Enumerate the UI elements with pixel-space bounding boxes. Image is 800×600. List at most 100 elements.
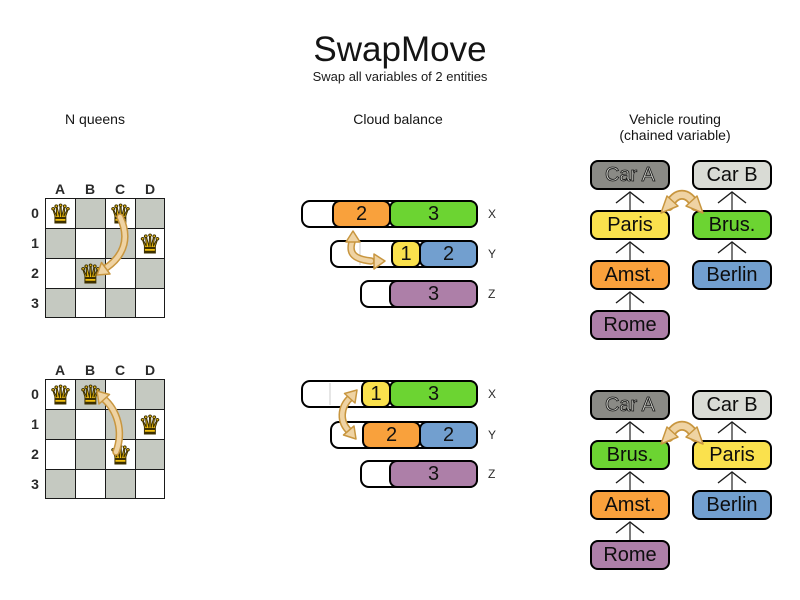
board-cell-C0	[105, 379, 135, 409]
cloud-row-label: Y	[488, 428, 497, 442]
board-cell-B1	[75, 228, 105, 258]
city-box-brus: Brus.	[590, 440, 670, 470]
cloud-segment: 1	[361, 380, 391, 408]
board-cell-C3	[105, 288, 135, 318]
vehicle-box-car-a: Car A	[590, 390, 670, 420]
chain-arrow	[615, 521, 645, 540]
column-label: B	[84, 362, 96, 378]
chain-arrow	[615, 291, 645, 310]
board-cell-D2	[135, 439, 165, 469]
cloud-row-label: Z	[488, 467, 496, 481]
board-cell-D0	[135, 198, 165, 228]
board-cell-D0	[135, 379, 165, 409]
board-cell-D3	[135, 469, 165, 499]
cloud-segment: 3	[389, 200, 478, 228]
city-box-berlin: Berlin	[692, 260, 772, 290]
city-box-amst: Amst.	[590, 490, 670, 520]
column-label: A	[54, 362, 66, 378]
row-label: 2	[31, 446, 39, 462]
board-cell-B0	[75, 198, 105, 228]
heading-vehicle-routing-line2: (chained variable)	[619, 127, 731, 143]
board-cell-B2	[75, 439, 105, 469]
board-cell-A0: ♛	[45, 198, 75, 228]
row-label: 3	[31, 476, 39, 492]
queen-icon: ♛	[138, 228, 162, 259]
chain-arrow	[615, 241, 645, 260]
row-label: 3	[31, 295, 39, 311]
chain-arrow	[717, 471, 747, 490]
board-cell-A3	[45, 288, 75, 318]
board-corner	[25, 361, 45, 379]
chain-arrow	[615, 421, 645, 440]
board-cell-D1: ♛	[135, 228, 165, 258]
queen-icon: ♛	[48, 198, 73, 229]
board-cell-C1	[105, 228, 135, 258]
heading-vehicle-routing-line1: Vehicle routing	[629, 111, 721, 127]
cloud-segments: 3	[389, 460, 478, 488]
column-label: C	[114, 362, 126, 378]
board-cell-A3	[45, 469, 75, 499]
board-cell-C2	[105, 258, 135, 288]
cloud-bar-before-Z: 3	[360, 280, 478, 308]
heading-nqueens: N queens	[65, 111, 125, 127]
cloud-row-label: Y	[488, 247, 497, 261]
cloud-segment: 2	[332, 200, 391, 228]
row-label: 0	[31, 205, 39, 221]
vehicle-box-car-b: Car B	[692, 160, 772, 190]
board-cell-B3	[75, 469, 105, 499]
board-cell-D3	[135, 288, 165, 318]
queen-icon: ♛	[138, 409, 162, 440]
board-cell-A2	[45, 439, 75, 469]
vehicle-box-car-a: Car A	[590, 160, 670, 190]
board-cell-C1	[105, 409, 135, 439]
queen-icon: ♛	[108, 198, 133, 229]
city-box-amst: Amst.	[590, 260, 670, 290]
city-box-paris: Paris	[590, 210, 670, 240]
diagram-subtitle: Swap all variables of 2 entities	[312, 69, 488, 84]
column-label: D	[144, 362, 156, 378]
board-cell-A1	[45, 228, 75, 258]
board-cell-A1	[45, 409, 75, 439]
cloud-segment: 3	[389, 380, 478, 408]
board-cell-B1	[75, 409, 105, 439]
queen-icon: ♛	[48, 379, 73, 410]
board-cell-B3	[75, 288, 105, 318]
heading-cloud-balance: Cloud balance	[353, 111, 443, 127]
board-cell-A0: ♛	[45, 379, 75, 409]
chain-arrow	[717, 421, 747, 440]
cloud-segment: 2	[419, 421, 478, 449]
queen-icon: ♛	[78, 379, 103, 410]
cloud-bar-after-Z: 3	[360, 460, 478, 488]
cloud-row-label: X	[488, 207, 497, 221]
column-label: C	[114, 181, 126, 197]
vehicle-box-car-b: Car B	[692, 390, 772, 420]
board-cell-D2	[135, 258, 165, 288]
board-cell-C0: ♛	[105, 198, 135, 228]
board-cell-A2	[45, 258, 75, 288]
cloud-segment: 2	[362, 421, 421, 449]
city-box-berlin: Berlin	[692, 490, 772, 520]
city-box-brus: Brus.	[692, 210, 772, 240]
queen-icon: ♛	[108, 439, 133, 470]
city-box-paris: Paris	[692, 440, 772, 470]
board-cell-B0: ♛	[75, 379, 105, 409]
row-label: 2	[31, 265, 39, 281]
board-cell-B2: ♛	[75, 258, 105, 288]
cloud-segments: 3	[389, 280, 478, 308]
board-cell-D1: ♛	[135, 409, 165, 439]
chain-arrow	[615, 191, 645, 210]
column-label: B	[84, 181, 96, 197]
queen-icon: ♛	[78, 258, 103, 289]
column-label: D	[144, 181, 156, 197]
heading-vehicle-routing: Vehicle routing (chained variable)	[585, 111, 765, 143]
chain-arrow	[717, 191, 747, 210]
